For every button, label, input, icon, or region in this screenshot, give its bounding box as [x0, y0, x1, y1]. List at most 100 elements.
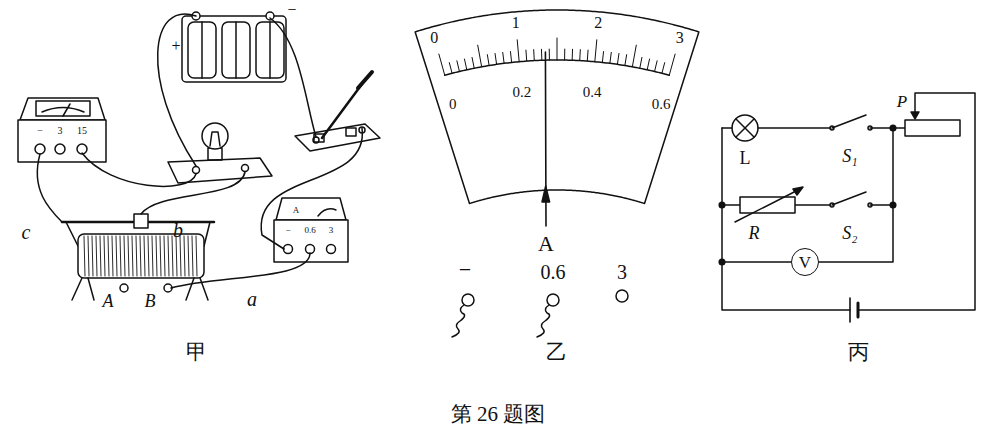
battery-pack — [201, 22, 203, 78]
switch-symbol — [830, 115, 872, 207]
rheostat-coil — [92, 236, 93, 276]
figure-label: 0.6 — [304, 226, 315, 235]
junction-dot — [719, 259, 725, 265]
scale-tick — [595, 40, 597, 62]
voltmeter — [18, 98, 106, 162]
figure-label: P — [897, 93, 907, 110]
lamp-board — [208, 148, 222, 160]
scale-tick — [449, 63, 452, 74]
rheostat-coil — [192, 236, 193, 276]
switch-symbol — [832, 115, 866, 128]
binding-post — [452, 305, 465, 337]
battery-symbol — [857, 303, 860, 317]
wire — [171, 253, 310, 288]
rheostat-coil — [136, 236, 137, 276]
figure-label: 0.6 — [541, 262, 566, 282]
battery-symbol — [849, 298, 851, 322]
rheostat-coil — [100, 236, 101, 276]
lamp-board — [210, 132, 220, 146]
rheostat-coil — [152, 236, 153, 276]
sliding-rheostat — [72, 278, 82, 300]
ammeter — [327, 245, 336, 254]
battery-pack — [235, 22, 237, 78]
lamp-symbol — [736, 119, 754, 137]
scale-tick — [632, 45, 636, 67]
rheostat-coil — [160, 236, 161, 276]
rheostat-coil — [132, 236, 133, 276]
rheostat-coil — [88, 236, 89, 276]
scale-tick — [457, 61, 460, 72]
ammeter — [276, 198, 346, 220]
scale-tick — [439, 38, 675, 75]
figure-label: − — [287, 2, 296, 18]
wire — [261, 128, 362, 249]
voltmeter — [42, 108, 84, 113]
figure-label: 3 — [58, 126, 63, 136]
sliding-rheostat — [78, 234, 204, 278]
resistance-box-symbol — [793, 187, 803, 195]
scale-tick — [478, 45, 482, 67]
scale-tick — [517, 40, 519, 62]
figure-caption: 第 26 题图 — [451, 404, 546, 425]
figure-label: − — [285, 226, 290, 235]
rheostat-coil — [108, 236, 109, 276]
figure-label: 0.6 — [652, 97, 671, 112]
figure-label: 3 — [617, 262, 627, 282]
figure-label: 2 — [594, 15, 602, 31]
binding-post — [547, 294, 559, 306]
rheostat-coil — [164, 236, 165, 276]
scale-tick — [439, 54, 445, 75]
scale-tick — [487, 55, 489, 66]
ammeter — [274, 220, 348, 262]
sliding-rheostat — [62, 214, 214, 300]
scale-tick — [541, 49, 542, 60]
circuit-wire — [819, 128, 893, 262]
rheostat-coil — [148, 236, 149, 276]
meter-letter: V — [799, 254, 811, 271]
circuit-wire — [722, 93, 975, 310]
meter-circle: V — [791, 248, 819, 276]
rheostat-coil — [172, 236, 173, 276]
figure-label: 0.2 — [513, 84, 532, 99]
ammeter — [274, 198, 348, 262]
figure-label: − — [459, 259, 471, 281]
rheostat-coil — [184, 236, 185, 276]
figure-label: A — [293, 206, 300, 215]
rheostat-coil — [112, 236, 113, 276]
rheostat-coil — [156, 236, 157, 276]
scale-tick — [602, 52, 603, 63]
rheostat-coil — [176, 236, 177, 276]
rheostat-symbol — [905, 120, 960, 136]
ammeter — [284, 245, 293, 254]
ammeter-dial — [445, 60, 669, 75]
circuit-wire — [722, 261, 791, 263]
circuit-wire — [858, 93, 975, 310]
lamp-symbol — [736, 119, 754, 137]
figure-label: B — [145, 292, 156, 310]
figure-label: 3 — [329, 226, 334, 235]
scale-tick — [464, 59, 466, 70]
figure-label: 甲 — [186, 342, 207, 363]
circuit-wire — [758, 127, 830, 129]
scale-tick — [564, 49, 565, 60]
knife-switch — [295, 72, 380, 151]
figure-label: 0.4 — [583, 84, 602, 99]
circuit-wire — [870, 127, 905, 129]
sliding-rheostat — [186, 278, 194, 300]
scale-tick — [557, 38, 558, 60]
junction-dot — [890, 202, 896, 208]
voltmeter — [55, 144, 65, 154]
voltmeter — [63, 104, 70, 116]
knife-switch — [295, 124, 380, 151]
binding-post — [462, 294, 474, 306]
ammeter — [318, 209, 336, 216]
rheostat-symbol — [911, 112, 919, 119]
lamp-board — [168, 158, 272, 183]
lamp-board — [242, 165, 249, 172]
wire — [37, 14, 362, 288]
scale-tick — [617, 53, 619, 64]
rheostat-coil — [180, 236, 181, 276]
figure-label: S₁ — [842, 147, 857, 165]
figure-label: 乙 — [546, 342, 567, 363]
